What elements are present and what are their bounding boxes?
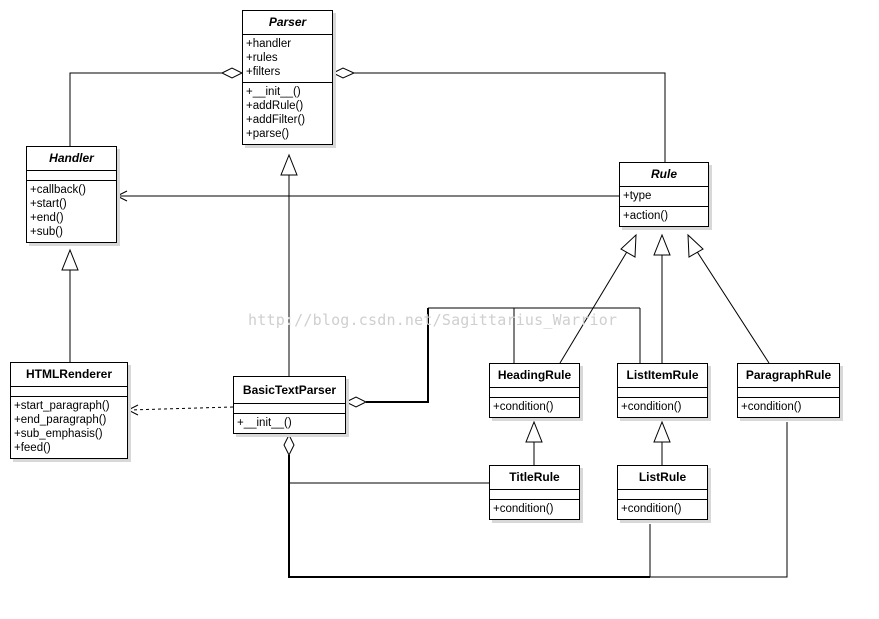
method: +start() [30, 198, 67, 210]
attribute: +type [623, 190, 652, 202]
htmlrenderer-class-name: HTMLRenderer [11, 363, 127, 387]
rule-class-name: Rule [620, 163, 708, 187]
listitemrule-class[interactable]: ListItemRule +condition() [617, 363, 708, 418]
parser-inheritance-triangle [280, 153, 298, 176]
listrule-class[interactable]: ListRule +condition() [617, 465, 708, 520]
titlerule-attributes [490, 490, 579, 500]
basictextparser-composition-diamond-bottom [283, 433, 295, 457]
method: +condition() [493, 503, 554, 515]
basictextparser-composition-bottom [288, 455, 650, 578]
parser-aggregation-diamond-right [331, 67, 356, 79]
listrule-methods: +condition() [618, 500, 707, 519]
headingrule-methods: +condition() [490, 398, 579, 417]
titlerule-class[interactable]: TitleRule +condition() [489, 465, 580, 520]
rule-triangle-left [620, 233, 637, 258]
headingrule-class[interactable]: HeadingRule +condition() [489, 363, 580, 418]
method: +condition() [493, 401, 554, 413]
basictextparser-htmlrenderer-dependency [127, 406, 234, 411]
parser-class-name: Parser [243, 11, 332, 35]
parser-class[interactable]: Parser +handler +rules +filters +__init_… [242, 10, 333, 145]
method: +feed() [14, 442, 51, 454]
attribute: +handler [246, 38, 292, 50]
parser-attributes: +handler +rules +filters [243, 35, 332, 83]
method: +callback() [30, 184, 86, 196]
method: +end() [30, 212, 64, 224]
attribute: +rules [246, 52, 278, 64]
basictextparser-composition-diamond-right [344, 396, 368, 408]
handler-parser-aggregation-line [69, 72, 222, 146]
headingrule-inheritance-triangle [525, 420, 543, 443]
headingrule-attributes [490, 388, 579, 398]
basictextparser-class-name: BasicTextParser [234, 377, 345, 404]
method: +sub() [30, 226, 63, 238]
htmlrenderer-class[interactable]: HTMLRenderer +start_paragraph() +end_par… [10, 362, 128, 459]
method: +action() [623, 210, 669, 222]
method: +addFilter() [246, 114, 306, 126]
method: +parse() [246, 128, 290, 140]
watermark: http://blog.csdn.net/Sagittarius_Warrior [248, 311, 618, 329]
htmlrenderer-methods: +start_paragraph() +end_paragraph() +sub… [11, 397, 127, 458]
paragraphrule-class[interactable]: ParagraphRule +condition() [737, 363, 840, 418]
handler-methods: +callback() +start() +end() +sub() [27, 181, 116, 242]
listitemrule-methods: +condition() [618, 398, 707, 417]
method: +start_paragraph() [14, 400, 110, 412]
rule-class[interactable]: Rule +type +action() [619, 162, 709, 227]
handler-attributes [27, 171, 116, 181]
basictextparser-class[interactable]: BasicTextParser +__init__() [233, 376, 346, 434]
listitemrule-class-name: ListItemRule [618, 364, 707, 388]
listitemrule-inheritance-triangle [653, 420, 671, 443]
paragraphrule-attributes [738, 388, 839, 398]
method: +end_paragraph() [14, 414, 107, 426]
headingrule-class-name: HeadingRule [490, 364, 579, 388]
headingrule-rule-generalization [559, 249, 629, 364]
htmlrenderer-attributes [11, 387, 127, 397]
parser-aggregation-diamond-left [220, 67, 244, 79]
method: +__init__() [246, 86, 301, 98]
htmlrenderer-dependency-arrowhead [126, 404, 139, 416]
basictextparser-composition-right [366, 308, 429, 403]
method: +addRule() [246, 100, 304, 112]
basictextparser-methods: +__init__() [234, 414, 345, 433]
handler-arrowhead [115, 190, 128, 202]
handler-class-name: Handler [27, 147, 116, 171]
rule-triangle-right [687, 233, 704, 258]
method: +sub_emphasis() [14, 428, 103, 440]
method: +__init__() [237, 417, 292, 429]
listitemrule-attributes [618, 388, 707, 398]
method: +condition() [741, 401, 802, 413]
rule-parser-aggregation-line [354, 72, 666, 162]
method: +condition() [621, 401, 682, 413]
basictextparser-attributes [234, 404, 345, 414]
parser-methods: +__init__() +addRule() +addFilter() +par… [243, 83, 332, 144]
paragraphrule-methods: +condition() [738, 398, 839, 417]
paragraphrule-rule-generalization [695, 249, 770, 364]
handler-inheritance-triangle [61, 248, 79, 271]
rule-methods: +action() [620, 207, 708, 226]
rule-attributes: +type [620, 187, 708, 207]
handler-class[interactable]: Handler +callback() +start() +end() +sub… [26, 146, 117, 243]
listrule-attributes [618, 490, 707, 500]
titlerule-class-name: TitleRule [490, 466, 579, 490]
titlerule-methods: +condition() [490, 500, 579, 519]
paragraphrule-composition-line [650, 422, 788, 578]
paragraphrule-class-name: ParagraphRule [738, 364, 839, 388]
method: +condition() [621, 503, 682, 515]
attribute: +filters [246, 66, 281, 78]
rule-triangle-center [653, 233, 671, 256]
listrule-class-name: ListRule [618, 466, 707, 490]
